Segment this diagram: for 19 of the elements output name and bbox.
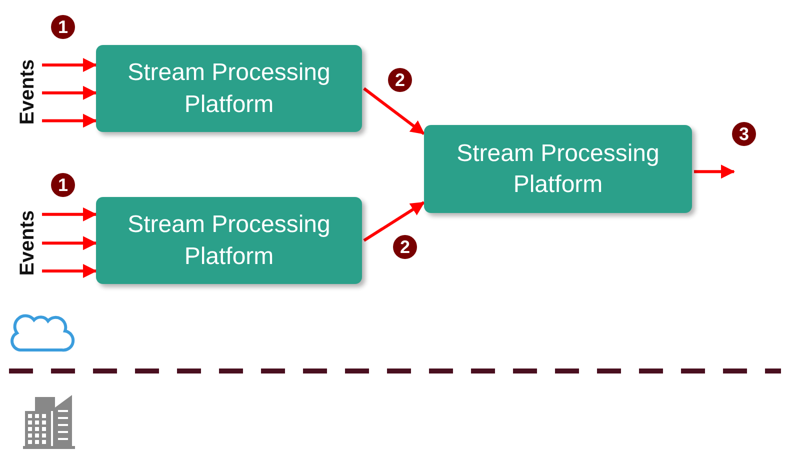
callout-number: 1 <box>51 173 75 197</box>
arrow <box>42 236 97 250</box>
arrow <box>363 201 425 242</box>
process-box: Stream Processing Platform <box>96 45 362 132</box>
process-box: Stream Processing Platform <box>96 197 362 284</box>
arrow <box>42 58 97 72</box>
callout-number: 2 <box>388 68 412 92</box>
arrow <box>42 264 97 278</box>
arrow <box>42 86 97 100</box>
callout-number: 2 <box>393 235 417 259</box>
events-label: Events <box>16 210 40 276</box>
process-box: Stream Processing Platform <box>424 125 692 213</box>
arrow <box>42 114 97 128</box>
events-label: Events <box>16 59 40 125</box>
arrow <box>42 207 97 222</box>
callout-number: 3 <box>732 122 756 146</box>
callout-number: 1 <box>51 15 75 39</box>
arrow <box>694 164 735 179</box>
arrow <box>363 87 425 135</box>
